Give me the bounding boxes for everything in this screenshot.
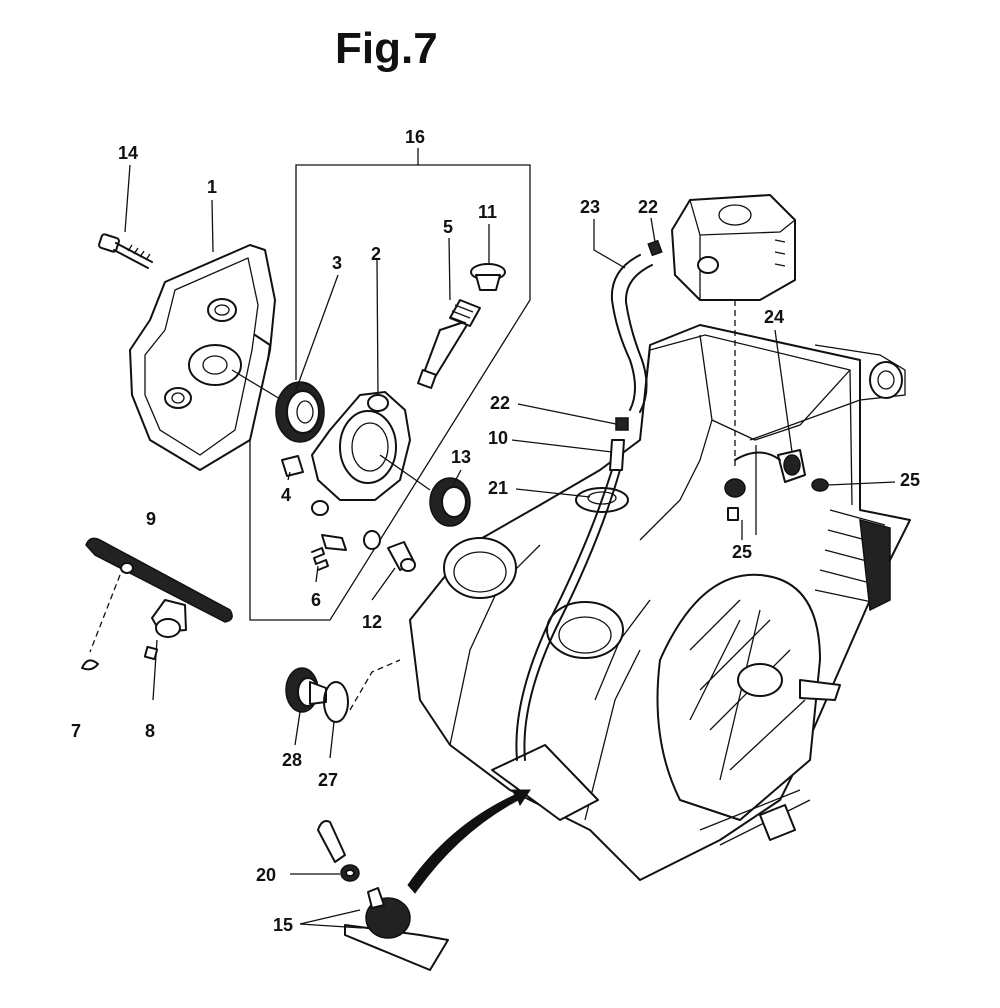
- fuel-hose-part-23: [515, 254, 653, 761]
- callout-12: 12: [362, 612, 382, 632]
- callout-20: 20: [256, 865, 276, 885]
- callout-28: 28: [282, 750, 302, 770]
- hose-clamp-part-22-upper: [647, 239, 663, 257]
- cap-part-11: [470, 263, 506, 291]
- fitting-part-25-right: [811, 478, 829, 492]
- oil-seal-part-3: [275, 381, 325, 443]
- callout-1: 1: [207, 177, 217, 197]
- spring-part-6: [311, 547, 329, 571]
- callout-21: 21: [488, 478, 508, 498]
- callout-25-right: 25: [900, 470, 920, 490]
- callout-25-lower: 25: [732, 542, 752, 562]
- plug-part-28: [285, 667, 327, 713]
- carburetor: [671, 194, 796, 301]
- seal-part-13: [429, 477, 471, 527]
- cover-plate-part-1: [129, 244, 276, 471]
- filter-part-15: [344, 887, 449, 971]
- fitting-part-25-lower: [724, 478, 746, 521]
- callout-27: 27: [318, 770, 338, 790]
- callout-7: 7: [71, 721, 81, 741]
- callout-15: 15: [273, 915, 293, 935]
- callout-22-lower: 22: [490, 393, 510, 413]
- callout-labels: 14 1 16 3 2 5 11 23 22 24 22 10 13 21 25…: [71, 127, 920, 935]
- callout-8: 8: [145, 721, 155, 741]
- callout-24: 24: [764, 307, 784, 327]
- clip-part-7: [81, 659, 99, 671]
- assembly-16-bracket: [249, 148, 531, 621]
- callout-22-upper: 22: [638, 197, 658, 217]
- washer-part-20: [317, 820, 360, 882]
- crankcase-body: [409, 324, 911, 881]
- leader-lines: [124, 164, 896, 929]
- connector-part-10: [609, 439, 625, 471]
- callout-10: 10: [488, 428, 508, 448]
- pin-part-4: [281, 455, 304, 477]
- callout-5: 5: [443, 217, 453, 237]
- callout-3: 3: [332, 253, 342, 273]
- callout-16: 16: [405, 127, 425, 147]
- callout-4: 4: [281, 485, 291, 505]
- pin-part-8: [143, 645, 159, 661]
- plug-part-12: [387, 541, 416, 572]
- callout-23: 23: [580, 197, 600, 217]
- bolt-part-14: [98, 233, 153, 269]
- callout-13: 13: [451, 447, 471, 467]
- callout-2: 2: [371, 244, 381, 264]
- o-ring-part-27: [323, 681, 349, 723]
- callout-9: 9: [146, 509, 156, 529]
- switch-part-24: [734, 399, 861, 483]
- wrench-part-9: [85, 537, 233, 638]
- arrow-to-tank: [407, 789, 531, 894]
- callout-6: 6: [311, 590, 321, 610]
- callout-14: 14: [118, 143, 138, 163]
- figure-title: Fig.7: [335, 24, 438, 73]
- worm-shaft-part-5: [417, 299, 481, 389]
- oil-pump-housing-part-2: [311, 391, 411, 551]
- callout-11: 11: [478, 202, 497, 222]
- hose-clamp-part-22-lower: [615, 417, 629, 431]
